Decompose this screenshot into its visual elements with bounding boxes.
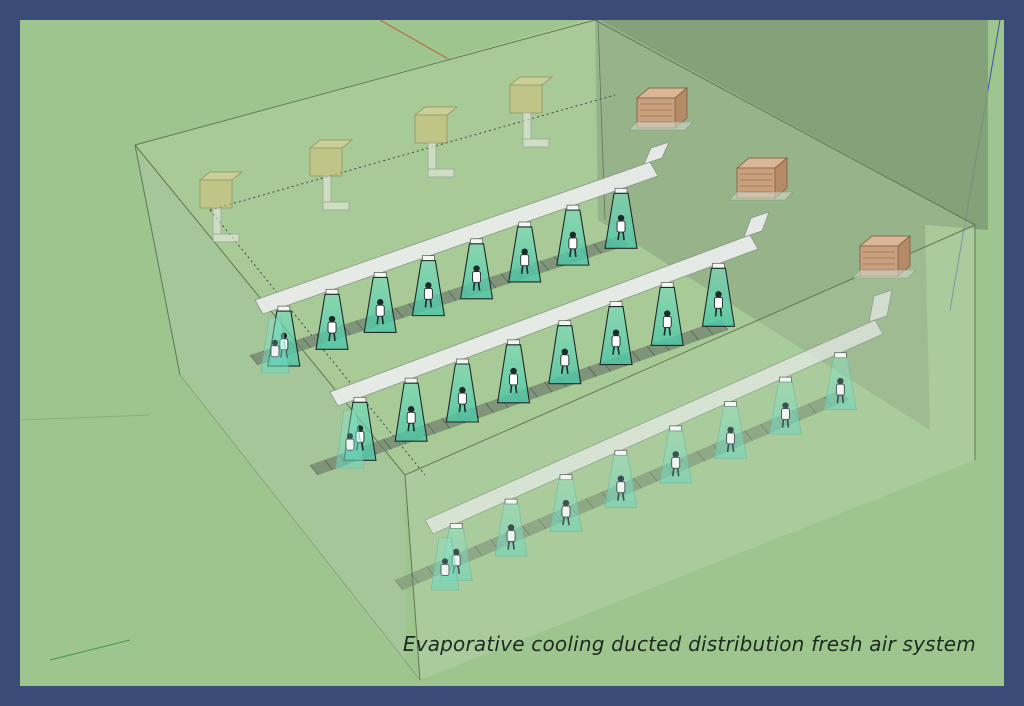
air-outlet-zone <box>394 377 428 442</box>
air-duct <box>424 289 893 535</box>
worker <box>662 310 672 336</box>
air-duct <box>329 211 770 407</box>
worker <box>714 291 723 317</box>
air-outlet-zone <box>260 317 290 374</box>
production-line <box>309 156 794 476</box>
worker <box>616 214 626 241</box>
worker <box>472 265 481 291</box>
air-outlet-zone <box>769 376 802 435</box>
air-outlet-zone <box>599 301 633 366</box>
inactive-cooler-unit <box>308 139 354 211</box>
worker <box>568 231 578 257</box>
air-outlet-zone <box>335 409 365 469</box>
worker <box>457 386 467 413</box>
air-outlet-zone <box>411 255 446 317</box>
worker <box>327 315 337 342</box>
air-outlet-zone <box>650 282 684 346</box>
worker <box>835 377 845 404</box>
inactive-cooler-unit <box>413 106 459 178</box>
production-line <box>394 234 917 591</box>
evaporative-cooler-unit <box>628 86 694 131</box>
production-lines <box>249 86 917 591</box>
worker <box>506 524 516 550</box>
air-outlet-zone <box>548 320 582 385</box>
inactive-cooler-unit <box>198 171 244 243</box>
worker <box>671 451 681 477</box>
worker <box>509 367 519 394</box>
air-outlet-zone <box>556 204 590 266</box>
building-3d-model <box>20 20 1001 681</box>
air-outlet-zone <box>604 187 638 249</box>
air-duct <box>254 141 670 315</box>
evaporative-cooler-unit <box>851 234 917 279</box>
building-shell <box>134 20 988 681</box>
inactive-cooler-unit <box>508 76 554 148</box>
air-outlet-zone <box>549 474 583 532</box>
worker <box>520 248 530 274</box>
worker <box>406 406 416 432</box>
air-outlet-zone <box>430 537 460 591</box>
worker <box>561 499 571 526</box>
air-outlet-zone <box>496 339 531 404</box>
diagram-caption: Evaporative cooling ducted distribution … <box>402 632 976 656</box>
air-outlet-zone <box>508 221 542 283</box>
worker <box>270 339 280 358</box>
air-outlet-zone <box>604 449 638 508</box>
worker <box>616 475 626 501</box>
air-outlet-zone <box>701 262 736 327</box>
worker <box>726 426 736 453</box>
worker <box>781 402 790 428</box>
diagram-canvas: Evaporative cooling ducted distribution … <box>20 20 1004 686</box>
worker <box>345 433 355 451</box>
production-line <box>249 86 694 374</box>
worker <box>375 299 385 325</box>
air-outlet-zone <box>494 498 528 557</box>
evaporative-cooler-unit <box>728 156 794 201</box>
air-outlet-zone <box>659 425 693 484</box>
air-outlet-zone <box>363 272 397 334</box>
air-outlet-zone <box>445 358 480 423</box>
air-outlet-zone <box>714 401 747 459</box>
worker <box>560 348 570 374</box>
inactive-cooler-units <box>198 76 554 243</box>
air-outlet-zone <box>459 238 494 300</box>
worker <box>440 558 450 576</box>
air-outlet-zone <box>823 352 857 411</box>
air-outlet-zone <box>315 288 349 350</box>
worker <box>611 329 621 355</box>
worker <box>423 282 433 308</box>
